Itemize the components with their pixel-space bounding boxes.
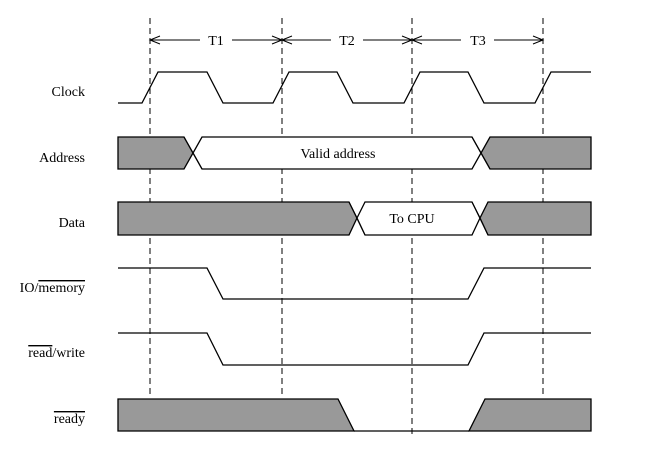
read-write-overlined: read — [28, 346, 52, 361]
period-t2-arrowhead-left — [280, 35, 293, 45]
address-row: Address Valid address — [39, 136, 592, 170]
io-memory-row: IO/memory — [20, 267, 591, 300]
ready-overlined: ready — [54, 412, 85, 427]
read-write-waveform — [118, 332, 591, 366]
data-transition-left — [348, 201, 366, 236]
period-t2: T2 — [280, 34, 414, 49]
address-invalid-right — [480, 136, 592, 170]
data-row: Data To CPU — [59, 201, 592, 236]
clock-waveform — [118, 71, 591, 104]
io-memory-prefix: IO/ — [20, 281, 39, 296]
io-memory-overlined: memory — [38, 281, 85, 296]
ready-invalid-left — [117, 398, 356, 432]
io-memory-waveform — [118, 267, 591, 300]
address-label: Address — [39, 151, 85, 166]
period-t1-arrowhead-left — [148, 35, 161, 45]
io-memory-label: IO/memory — [20, 281, 85, 296]
data-transition-right — [471, 201, 489, 236]
data-invalid-right — [479, 201, 592, 236]
read-write-label: read/write — [28, 346, 85, 361]
address-transition-right — [471, 136, 491, 170]
read-write-suffix: /write — [52, 346, 85, 361]
clock-row: Clock — [52, 71, 591, 104]
period-t3-arrowhead-right — [532, 35, 545, 45]
period-t1: T1 — [148, 34, 284, 49]
data-invalid-left — [117, 201, 358, 236]
ready-invalid-right — [467, 398, 592, 432]
address-invalid-left — [117, 136, 194, 170]
period-t2-label: T2 — [339, 34, 355, 49]
ready-row: ready — [54, 398, 592, 432]
address-transition-left — [183, 136, 203, 170]
read-write-row: read/write — [28, 332, 591, 366]
ready-label: ready — [54, 412, 85, 427]
data-label: Data — [59, 216, 86, 231]
clock-label: Clock — [52, 85, 85, 100]
data-valid-text: To CPU — [389, 212, 434, 227]
period-markers: T1 T2 T3 — [148, 34, 545, 49]
period-t3-arrowhead-left — [410, 35, 423, 45]
period-t3: T3 — [410, 34, 545, 49]
period-t1-label: T1 — [208, 34, 224, 49]
address-valid-text: Valid address — [300, 147, 375, 162]
period-t3-label: T3 — [470, 34, 486, 49]
